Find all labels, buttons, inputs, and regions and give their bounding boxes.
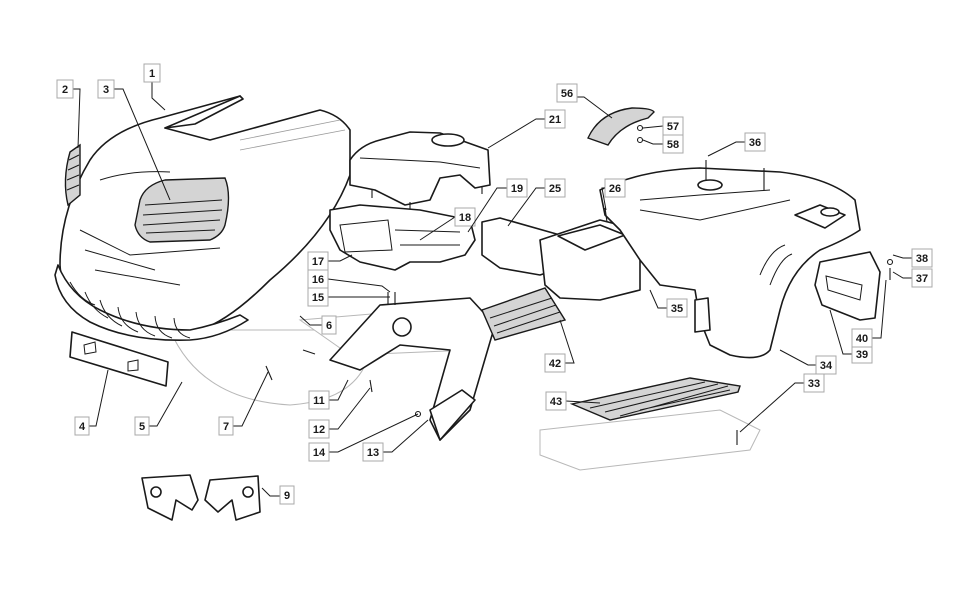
callout-11[interactable]: 11 (308, 379, 349, 410)
bonnet (54, 95, 351, 341)
svg-text:9: 9 (284, 490, 290, 502)
svg-text:5: 5 (139, 421, 145, 433)
svg-text:3: 3 (103, 84, 109, 96)
callout-35[interactable]: 35 (649, 289, 688, 318)
svg-text:18: 18 (459, 212, 471, 224)
callout-37[interactable]: 37 (892, 268, 933, 288)
svg-text:36: 36 (749, 137, 761, 149)
svg-text:13: 13 (367, 447, 379, 459)
gasket-pair (141, 474, 261, 521)
dashboard-support (329, 204, 476, 271)
svg-text:35: 35 (671, 303, 683, 315)
callout-1[interactable]: 1 (143, 63, 166, 111)
callout-34[interactable]: 34 (779, 349, 837, 375)
callout-16[interactable]: 16 (307, 269, 391, 293)
callout-9[interactable]: 9 (261, 485, 295, 505)
rear-body-fender (599, 167, 861, 359)
svg-text:7: 7 (223, 421, 229, 433)
callout-33[interactable]: 33 (739, 373, 825, 433)
callout-3[interactable]: 3 (97, 79, 171, 201)
svg-text:2: 2 (62, 84, 68, 96)
callout-26[interactable]: 26 (601, 178, 626, 211)
callout-58[interactable]: 58 (642, 134, 684, 154)
callout-42[interactable]: 42 (544, 319, 575, 373)
front-bracket-plate (69, 331, 169, 387)
svg-text:15: 15 (312, 292, 324, 304)
svg-text:38: 38 (916, 253, 928, 265)
rear-panel (814, 251, 881, 321)
callout-17[interactable]: 17 (307, 251, 353, 271)
handle-cover (587, 107, 655, 146)
callout-6[interactable]: 6 (299, 315, 337, 335)
callout-14[interactable]: 14 (308, 413, 419, 462)
svg-text:11: 11 (313, 395, 325, 407)
svg-text:12: 12 (313, 424, 325, 436)
svg-text:14: 14 (313, 447, 326, 459)
svg-text:19: 19 (511, 183, 523, 195)
dashboard-cover (349, 131, 491, 210)
svg-text:26: 26 (609, 183, 621, 195)
svg-text:33: 33 (808, 378, 820, 390)
callout-56[interactable]: 56 (556, 83, 613, 119)
footrest-mat-left (481, 287, 567, 341)
callout-57[interactable]: 57 (642, 116, 684, 136)
svg-text:39: 39 (856, 349, 868, 361)
svg-text:56: 56 (561, 88, 573, 100)
callout-36[interactable]: 36 (707, 132, 766, 157)
footrest-mat-right (569, 377, 741, 421)
svg-text:16: 16 (312, 274, 324, 286)
callout-18[interactable]: 18 (419, 207, 476, 241)
svg-text:42: 42 (549, 358, 561, 370)
svg-text:58: 58 (667, 139, 679, 151)
svg-text:17: 17 (312, 256, 324, 268)
svg-text:57: 57 (667, 121, 679, 133)
callout-12[interactable]: 12 (308, 387, 371, 439)
callout-38[interactable]: 38 (892, 248, 933, 268)
svg-text:1: 1 (149, 68, 155, 80)
svg-text:25: 25 (549, 183, 561, 195)
svg-text:4: 4 (79, 421, 86, 433)
callout-7[interactable]: 7 (218, 371, 269, 436)
svg-text:37: 37 (916, 273, 928, 285)
callouts: 1 2 3 4 5 6 (56, 63, 933, 505)
callout-4[interactable]: 4 (74, 369, 109, 436)
hardware (265, 124, 894, 445)
callout-43[interactable]: 43 (545, 391, 601, 411)
callout-21[interactable]: 21 (487, 109, 566, 149)
svg-text:40: 40 (856, 333, 868, 345)
headlight-lens-left (64, 143, 81, 207)
callout-19[interactable]: 19 (467, 178, 528, 233)
svg-text:21: 21 (549, 114, 561, 126)
callout-13[interactable]: 13 (362, 419, 429, 462)
svg-text:6: 6 (326, 320, 332, 332)
callout-2[interactable]: 2 (56, 79, 81, 149)
svg-text:34: 34 (820, 360, 833, 372)
svg-text:43: 43 (550, 396, 562, 408)
callout-39[interactable]: 39 (829, 309, 873, 364)
callout-5[interactable]: 5 (134, 381, 183, 436)
front-footwell-panel (329, 297, 496, 441)
callout-15[interactable]: 15 (307, 287, 390, 307)
callout-25[interactable]: 25 (507, 178, 566, 227)
callout-40[interactable]: 40 (851, 279, 887, 348)
